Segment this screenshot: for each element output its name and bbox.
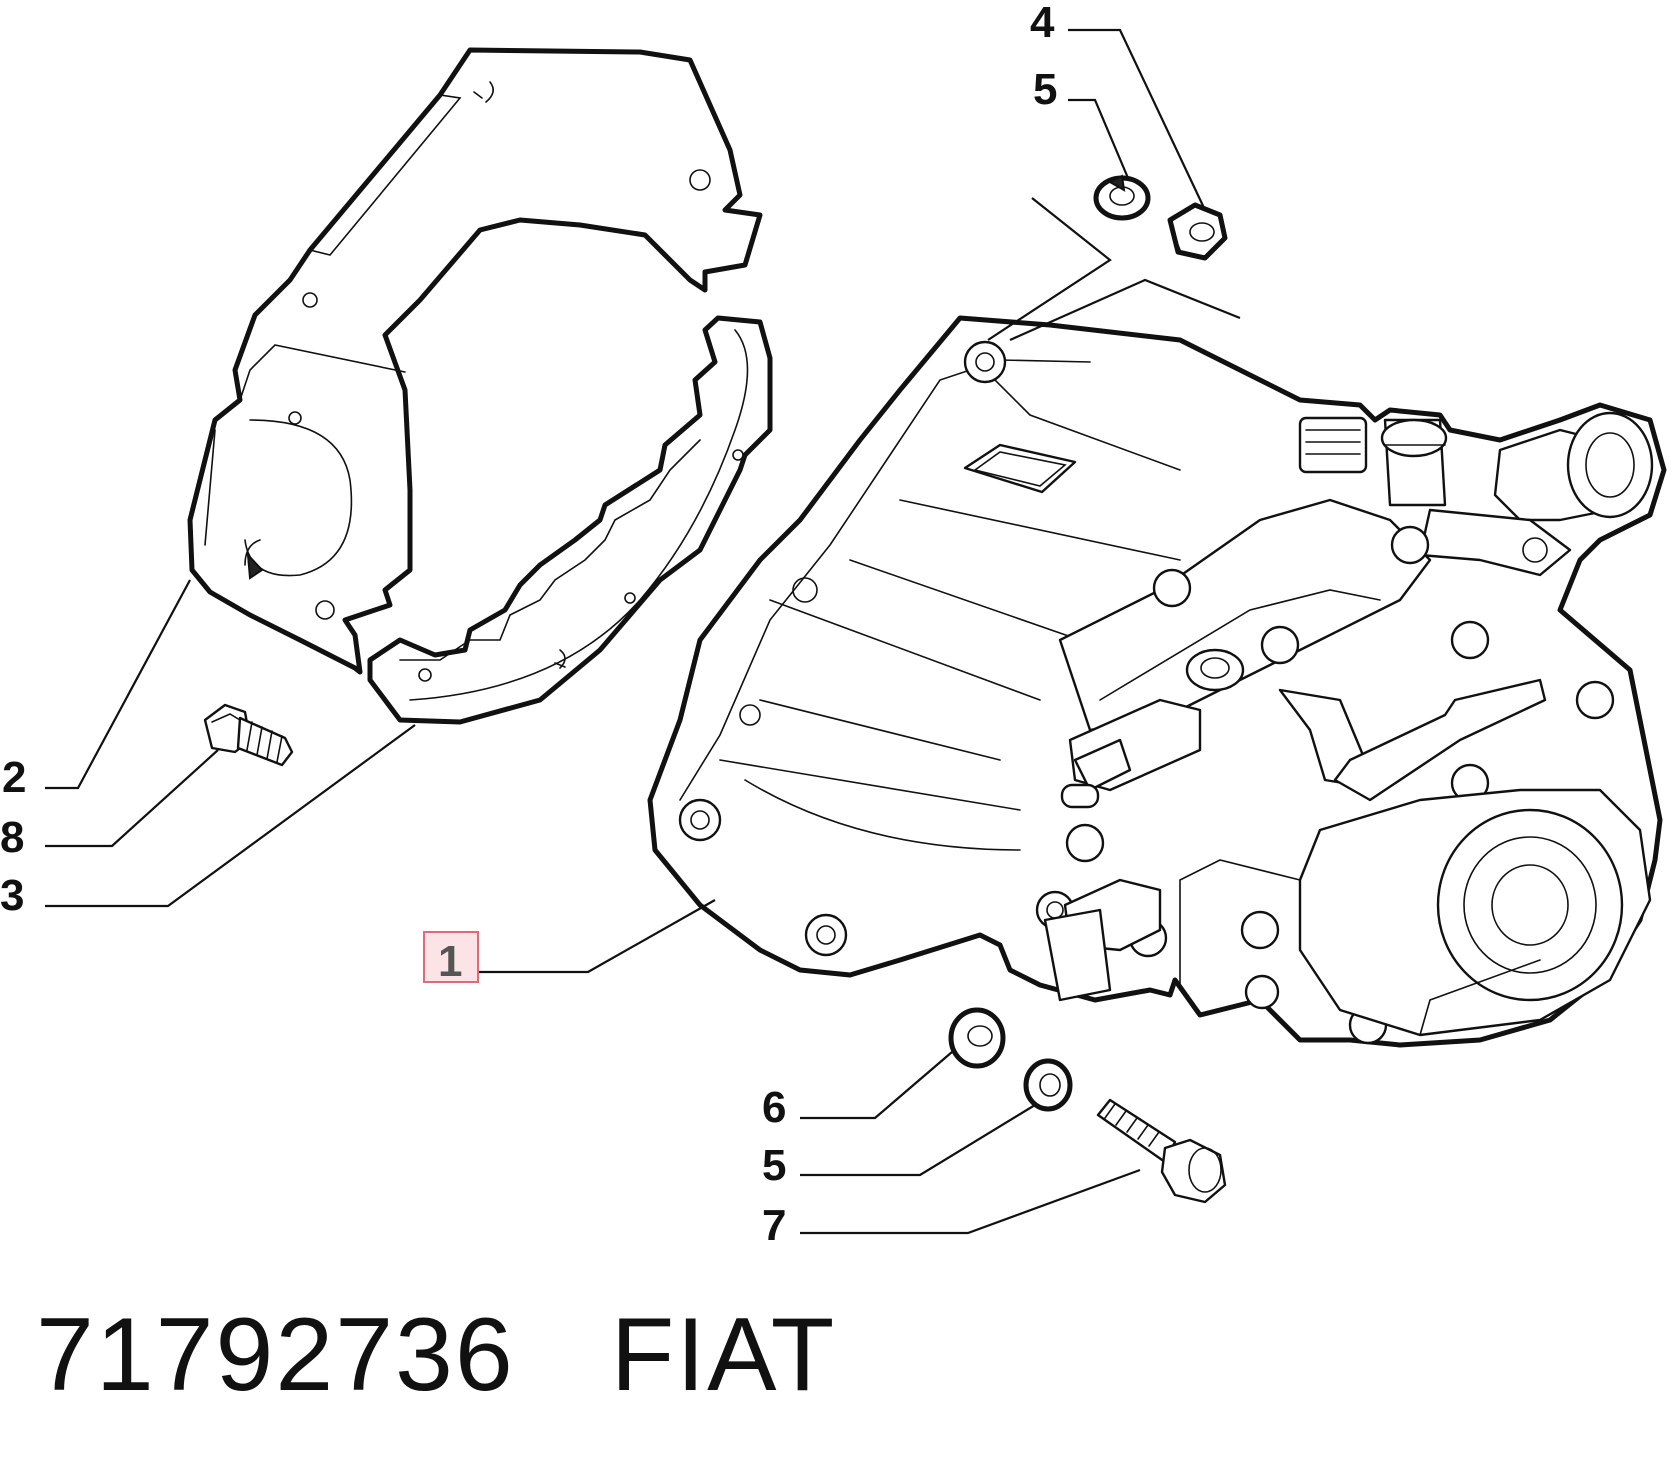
flat-washer bbox=[948, 1007, 1006, 1069]
part-number: 71792736 bbox=[36, 1297, 515, 1413]
callout-2: 2 bbox=[2, 753, 26, 802]
callout-8: 8 bbox=[0, 813, 24, 862]
callout-3: 3 bbox=[0, 871, 24, 920]
lower-shield-arc bbox=[367, 315, 773, 725]
callout-1-highlight-box bbox=[423, 931, 479, 983]
brand-name: FIAT bbox=[610, 1297, 837, 1413]
housing-bolts bbox=[1065, 525, 1615, 1045]
leader-lines bbox=[45, 28, 1241, 1235]
spring-washer-bottom bbox=[1023, 1058, 1073, 1112]
part-number-footer: 71792736 FIAT bbox=[36, 1296, 836, 1415]
hex-bolt bbox=[1096, 1098, 1227, 1204]
flanged-bolt bbox=[203, 703, 294, 767]
callout-4: 4 bbox=[1030, 0, 1055, 47]
hex-nut bbox=[1167, 202, 1228, 261]
spring-washer-top bbox=[1093, 174, 1151, 221]
callout-1: 1 bbox=[438, 937, 462, 986]
gearbox-housing bbox=[647, 315, 1667, 1048]
callout-5-bottom: 5 bbox=[762, 1141, 786, 1190]
callout-labels: 4 5 2 8 3 1 6 5 7 bbox=[0, 0, 1057, 1250]
callout-7: 7 bbox=[762, 1201, 786, 1250]
callout-6: 6 bbox=[762, 1083, 786, 1132]
callout-5-top: 5 bbox=[1033, 65, 1057, 114]
upper-shield-plate bbox=[187, 47, 763, 675]
